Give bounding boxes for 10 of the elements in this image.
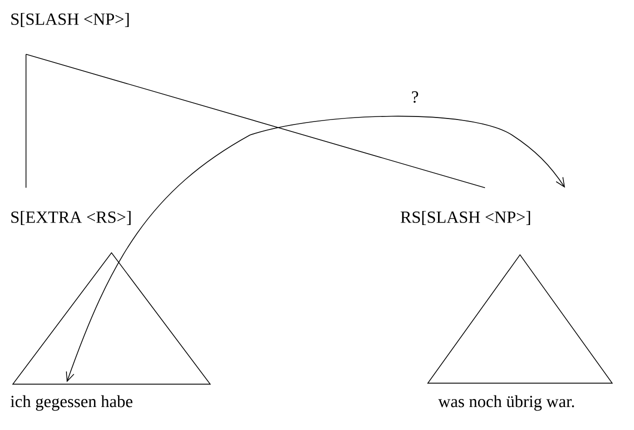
tree-branch	[26, 54, 486, 188]
edge-label: ?	[410, 90, 420, 104]
category-label: RS[SLASH <NP>]	[400, 210, 530, 226]
category-label: S[SLASH <NP>]	[11, 12, 129, 28]
node-label: ich gegessen habe	[10, 395, 132, 411]
category-label: S[EXTRA <RS>]	[11, 210, 131, 226]
subtree-triangle: was noch übrig war.	[427, 254, 613, 411]
arrow	[66, 116, 565, 382]
subtree-triangle: ich gegessen habe	[10, 252, 211, 411]
node-label: was noch übrig war.	[438, 395, 574, 411]
